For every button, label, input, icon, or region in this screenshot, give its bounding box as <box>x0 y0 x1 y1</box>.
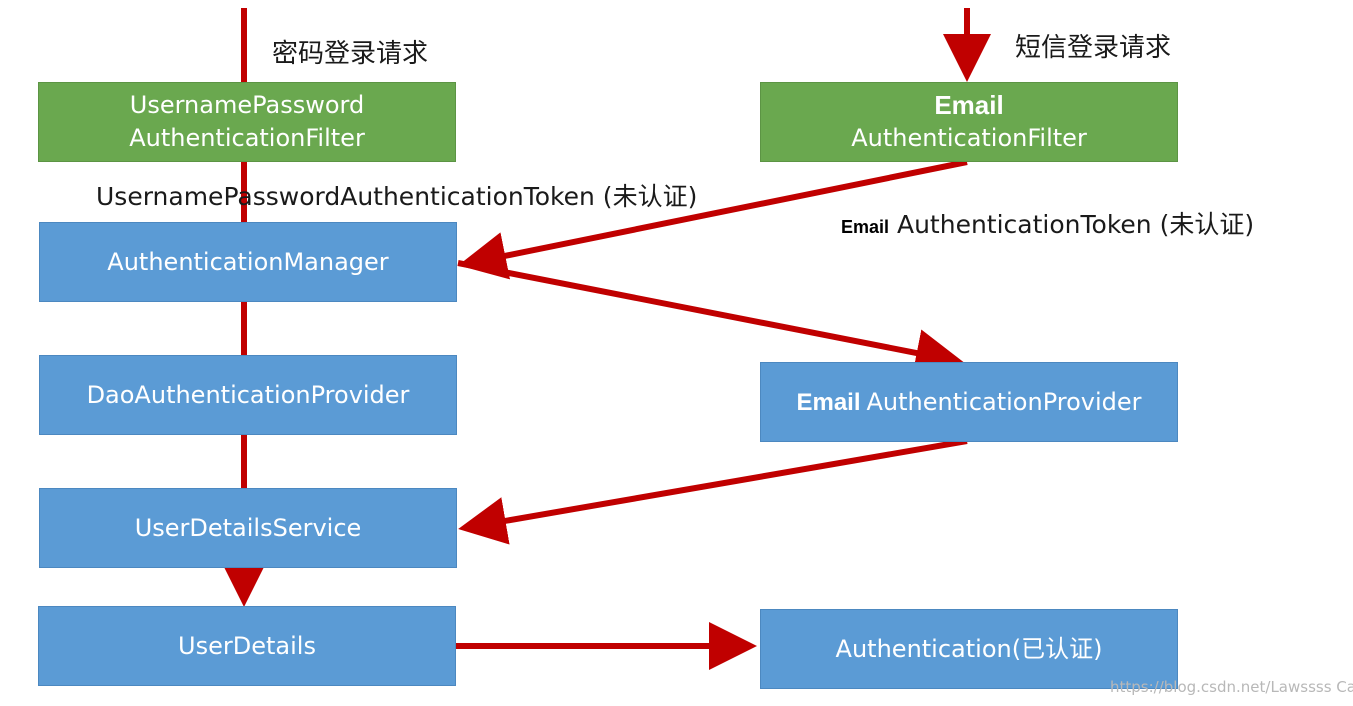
email-token-prefix: Email <box>841 217 890 237</box>
user-details-service-label: UserDetailsService <box>134 513 362 542</box>
dao-provider-label: DaoAuthenticationProvider <box>86 380 410 409</box>
user-details-box: UserDetails <box>38 606 456 686</box>
email-token-label: Email AuthenticationToken (未认证) <box>841 205 1254 241</box>
authentication-label: Authentication(已认证) <box>835 634 1103 663</box>
email-provider-prefix: Email <box>796 388 861 416</box>
email-authentication-provider-box: Email AuthenticationProvider <box>760 362 1178 442</box>
up-filter-line1: UsernamePassword <box>129 91 365 119</box>
email-provider-to-uds-arrow <box>458 438 968 545</box>
up-token-label: UsernamePasswordAuthenticationToken (未认证… <box>96 182 698 211</box>
manager-to-email-provider-arrow <box>457 260 964 377</box>
user-details-label: UserDetails <box>178 631 316 660</box>
authentication-box: Authentication(已认证) <box>760 609 1178 689</box>
watermark-text: https://blog.csdn.net/Lawssss Cat <box>1110 678 1353 696</box>
authentication-manager-label: AuthenticationManager <box>107 247 389 276</box>
email-filter-line2: AuthenticationFilter <box>851 124 1087 152</box>
up-filter-line2: AuthenticationFilter <box>129 124 365 152</box>
authentication-manager-box: AuthenticationManager <box>39 222 457 302</box>
user-details-service-box: UserDetailsService <box>39 488 457 568</box>
dao-authentication-provider-box: DaoAuthenticationProvider <box>39 355 457 435</box>
email-filter-to-manager-arrow <box>458 159 968 280</box>
email-provider-label: AuthenticationProvider <box>866 387 1142 416</box>
username-password-filter-box: UsernamePassword AuthenticationFilter <box>38 82 456 162</box>
email-filter-line1: Email <box>934 90 1004 120</box>
email-filter-box: Email AuthenticationFilter <box>760 82 1178 162</box>
email-token-rest: AuthenticationToken (未认证) <box>896 210 1255 239</box>
password-request-label: 密码登录请求 <box>272 39 429 69</box>
sms-request-label: 短信登录请求 <box>1015 33 1172 63</box>
